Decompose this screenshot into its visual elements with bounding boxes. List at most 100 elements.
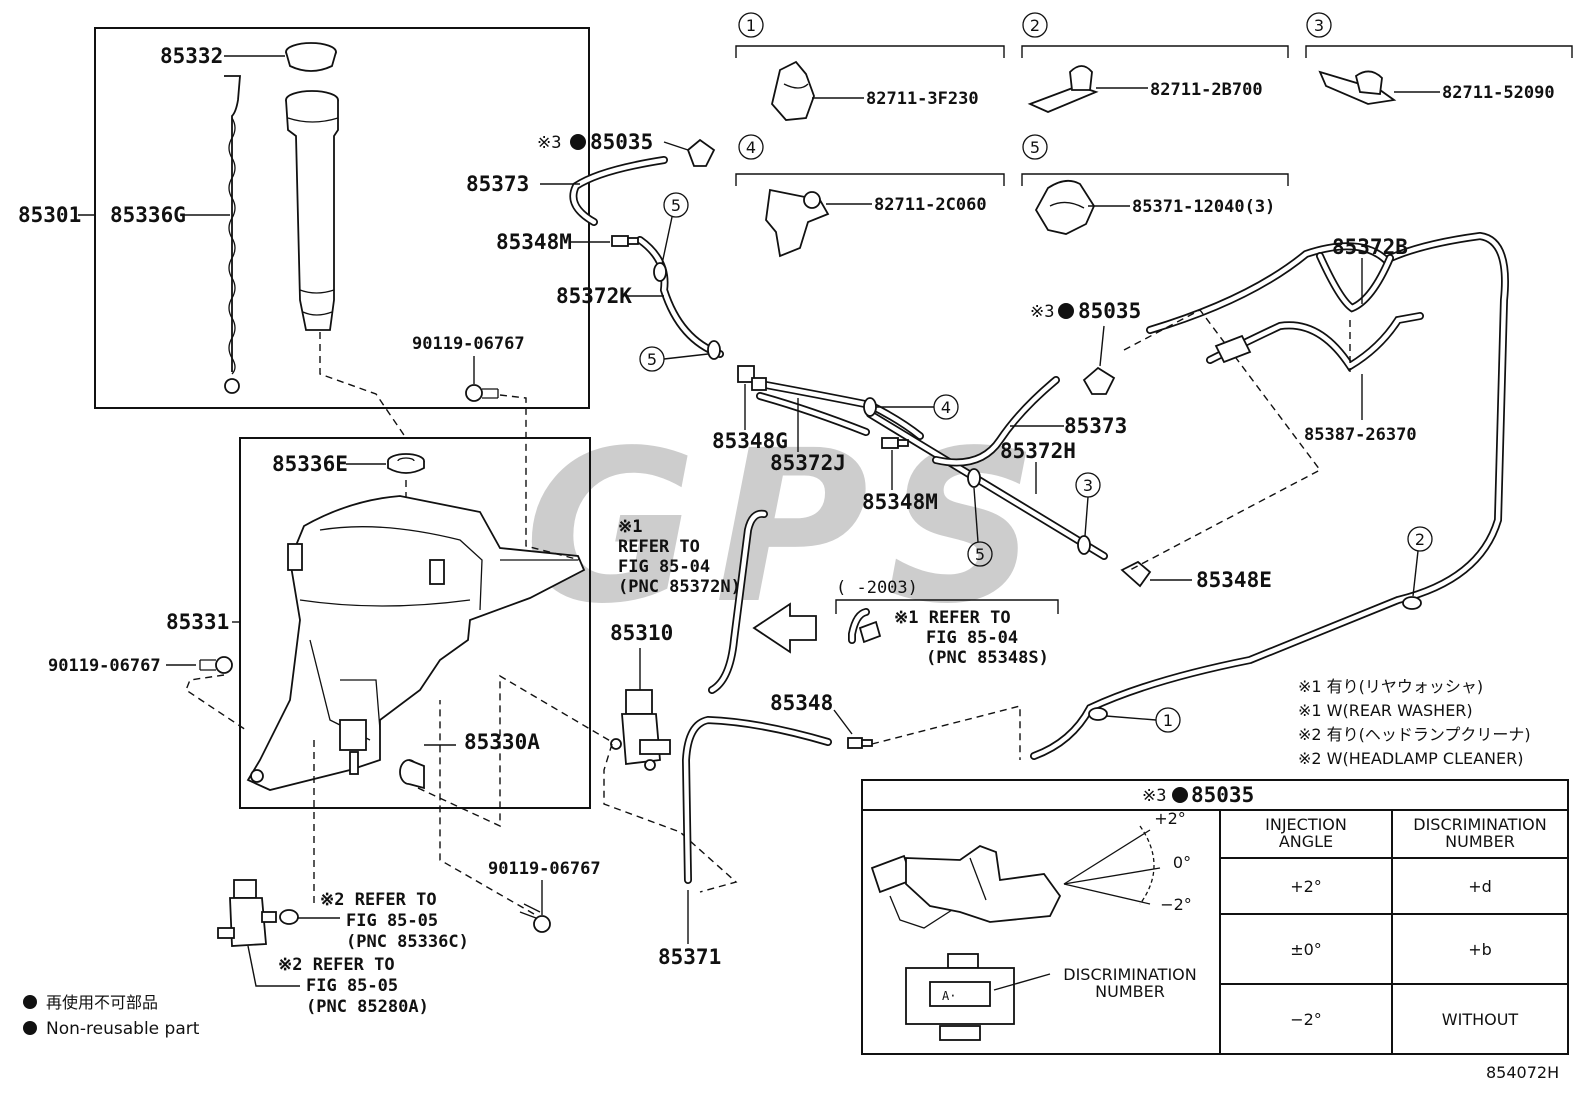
clip-variant-3: 3 82711-52090 — [1305, 12, 1573, 105]
angle-plus2: +2° — [1154, 809, 1186, 828]
nozzle-angle-inset: ※3 85035 INJECTION ANGLE DISCRIMINATION … — [861, 779, 1569, 1055]
label-85371: 85371 — [658, 945, 721, 969]
label-85348: 85348 — [770, 691, 833, 715]
legend-en: Non-reusable part — [46, 1019, 200, 1039]
label-85336G: 85336G — [110, 203, 186, 227]
inset-title-part: 85035 — [1191, 783, 1254, 807]
row3-number: WITHOUT — [1442, 1010, 1519, 1029]
label-90119-top: 90119-06767 — [412, 334, 525, 354]
ref-85348S-line2: FIG 85-04 — [926, 628, 1018, 648]
bracket-85387 — [1214, 334, 1252, 364]
inset-title-mark: ※3 — [1142, 786, 1166, 806]
clip-5-part: 85371-12040(3) — [1132, 197, 1275, 217]
legend-bullet-1 — [23, 995, 37, 1009]
hose-clips — [653, 262, 1422, 721]
svg-text:4: 4 — [941, 398, 951, 417]
inset-non-reusable-dot — [1172, 787, 1188, 803]
label-85348M-top: 85348M — [496, 230, 572, 254]
clip-variant-5: 5 85371-12040(3) — [1021, 134, 1289, 235]
clip-variant-1: 1 82711-3F230 — [735, 12, 1005, 121]
label-90119-left: 90119-06767 — [48, 656, 161, 676]
legend-bullet-2 — [23, 1021, 37, 1035]
svg-text:5: 5 — [671, 196, 681, 215]
label-85372J: 85372J — [770, 451, 846, 475]
non-reusable-dot-top — [570, 134, 586, 150]
svg-text:2: 2 — [1415, 530, 1425, 549]
label-85348M-mid: 85348M — [862, 490, 938, 514]
svg-text:2: 2 — [1030, 16, 1040, 35]
pump-grommet-part — [399, 759, 425, 790]
ref-85280A-line1: ※2 REFER TO — [278, 955, 395, 975]
ref-mark-85035-top: ※3 — [537, 133, 561, 153]
svg-text:1: 1 — [746, 16, 756, 35]
direction-arrow — [752, 602, 817, 654]
callouts-on-hoses: 5 5 4 5 3 2 1 — [639, 192, 1433, 733]
svg-text:3: 3 — [1083, 476, 1093, 495]
label-85035-right: 85035 — [1078, 299, 1141, 323]
ref-85348S-line3: (PNC 85348S) — [926, 648, 1049, 668]
note-2-jp: ※2 有り(ヘッドランプクリーナ) — [1298, 725, 1531, 744]
row1-number: +d — [1468, 877, 1492, 896]
note-1-en: ※1 W(REAR WASHER) — [1298, 701, 1473, 720]
note-2-en: ※2 W(HEADLAMP CLEANER) — [1298, 749, 1523, 768]
figure-code: 854072H — [1486, 1063, 1559, 1082]
svg-text:1: 1 — [1163, 711, 1173, 730]
label-85373-top: 85373 — [466, 172, 529, 196]
th-discrim-2: NUMBER — [1445, 832, 1515, 851]
clip-4-part: 82711-2C060 — [874, 195, 987, 215]
angle-zero: 0° — [1173, 853, 1191, 872]
joint-85348 — [847, 737, 873, 749]
label-85035-top: 85035 — [590, 130, 653, 154]
label-85332: 85332 — [160, 44, 223, 68]
svg-text:3: 3 — [1314, 16, 1324, 35]
non-reusable-dot-right — [1058, 303, 1074, 319]
th-injection-2: ANGLE — [1279, 832, 1333, 851]
filler-cap-part — [285, 42, 337, 72]
reservoir-box — [239, 437, 591, 809]
joint-85348M-top — [611, 235, 639, 247]
joint-85348E — [1120, 560, 1152, 588]
row3-angle: −2° — [1290, 1010, 1322, 1029]
label-85348G: 85348G — [712, 429, 788, 453]
clip-variant-2: 2 82711-2B700 — [1021, 12, 1289, 113]
label-85336E: 85336E — [272, 452, 348, 476]
label-85348E: 85348E — [1196, 568, 1272, 592]
washer-tank-part — [246, 495, 586, 791]
filler-pipe-part — [285, 90, 407, 439]
ref-85372N-line3: FIG 85-04 — [618, 557, 710, 577]
ref-85336C-line1: ※2 REFER TO — [320, 890, 437, 910]
clip-3-part: 82711-52090 — [1442, 83, 1555, 103]
nozzle-mark: A· — [942, 989, 956, 1003]
grommet-part — [387, 453, 425, 474]
label-85310: 85310 — [610, 621, 673, 645]
row1-angle: +2° — [1290, 877, 1322, 896]
ref-date-range: ( -2003) — [836, 578, 918, 598]
ref-85280A-line3: (PNC 85280A) — [306, 997, 429, 1017]
svg-text:5: 5 — [647, 350, 657, 369]
bolt-part-top — [465, 384, 499, 402]
ref-85280A-line2: FIG 85-05 — [306, 976, 398, 996]
svg-text:4: 4 — [746, 138, 756, 157]
ref-mark-85035-right: ※3 — [1030, 302, 1054, 322]
joint-85348M-mid — [881, 437, 909, 449]
nozzle-85035-top — [686, 138, 716, 167]
level-gauge-part — [224, 75, 241, 394]
clip-variant-4: 4 82711-2C060 — [735, 134, 1005, 258]
angle-minus2: −2° — [1160, 895, 1192, 914]
washer-pump-part — [610, 689, 671, 771]
note-1-jp: ※1 有り(リヤウォッシャ) — [1298, 677, 1483, 696]
svg-text:5: 5 — [1030, 138, 1040, 157]
clip-1-part: 82711-3F230 — [866, 89, 979, 109]
ref-85372N-line2: REFER TO — [618, 537, 700, 557]
label-85372H: 85372H — [1000, 439, 1076, 463]
row2-number: +b — [1468, 940, 1492, 959]
label-85372K: 85372K — [556, 284, 632, 308]
label-85330A: 85330A — [464, 730, 540, 754]
clip-2-part: 82711-2B700 — [1150, 80, 1263, 100]
ref-85372N-line4: (PNC 85372N) — [618, 577, 741, 597]
headlamp-pump-part — [217, 879, 299, 947]
th-discrim-1: DISCRIMINATION — [1413, 815, 1546, 834]
svg-text:5: 5 — [975, 545, 985, 564]
hoses — [569, 156, 1509, 884]
